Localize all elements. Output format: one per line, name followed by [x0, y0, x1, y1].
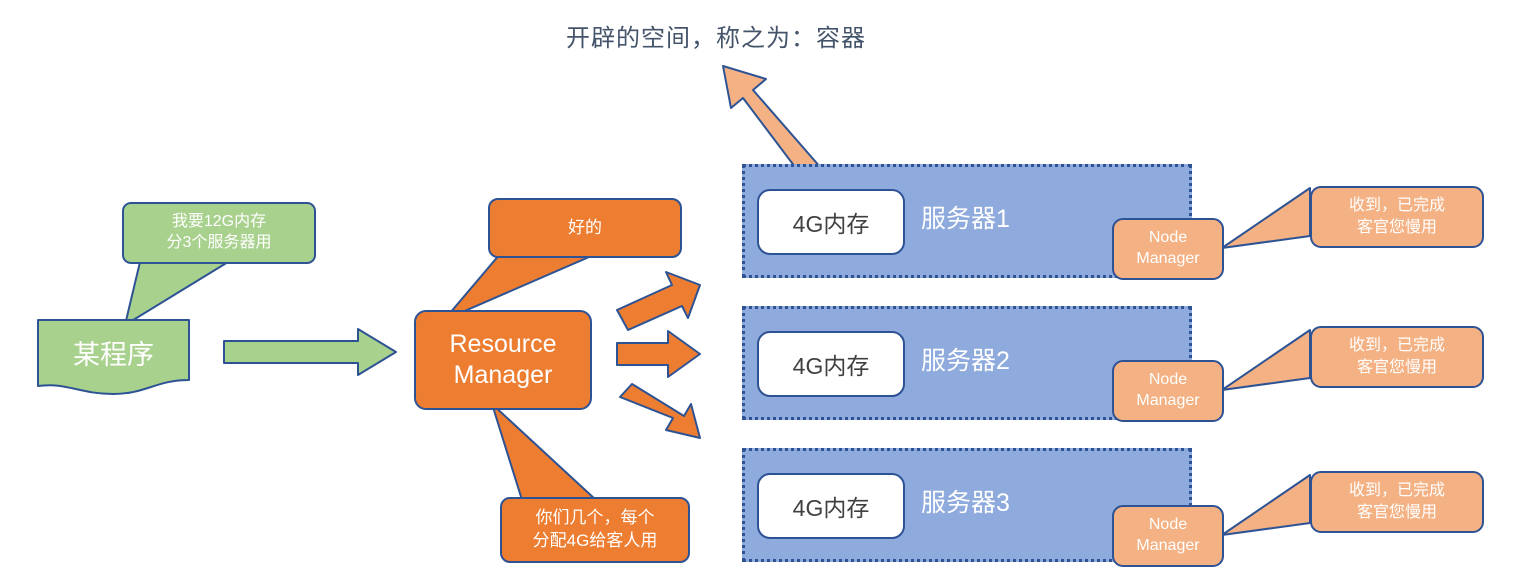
orange-arrow-right [616, 330, 701, 378]
node-manager-3-line2: Manager [1136, 537, 1200, 554]
page-title: 开辟的空间，称之为：容器 [566, 25, 866, 52]
reply-tail-1 [1221, 187, 1311, 249]
node-manager-1[interactable]: Node Manager [1112, 218, 1224, 280]
server-row-3[interactable]: 4G内存 服务器3 [742, 448, 1192, 562]
client-request-bubble[interactable]: 我要12G内存 分3个服务器用 [120, 200, 318, 272]
server-label-3: 服务器3 [921, 489, 1010, 517]
orange-arrow-down-right [619, 383, 701, 439]
document-shape [37, 319, 190, 395]
client-request-line1: 我要12G内存 [171, 213, 267, 231]
reply-3-line1: 收到，已完成 [1348, 482, 1445, 500]
server-row-1[interactable]: 4G内存 服务器1 [742, 164, 1192, 278]
memory-box-3: 4G内存 [757, 473, 905, 539]
resource-manager-box[interactable]: Resource Manager [414, 310, 592, 410]
green-arrow-right [223, 328, 397, 376]
resource-manager-line1: Resource [449, 329, 557, 358]
resource-manager-ack-bubble[interactable]: 好的 [488, 198, 682, 258]
memory-box-1: 4G内存 [757, 189, 905, 255]
node-manager-2-line1: Node [1148, 371, 1188, 389]
node-manager-1-line2: Manager [1136, 250, 1200, 267]
allocate-bubble-tail [491, 403, 597, 501]
allocate-line1: 你们几个，每个 [535, 508, 655, 528]
client-request-line2: 分3个服务器用 [166, 234, 272, 251]
node-manager-reply-bubble-2[interactable]: 收到，已完成 客官您慢用 [1310, 326, 1484, 388]
resource-manager-line2: Manager [453, 361, 553, 389]
node-manager-reply-bubble-1[interactable]: 收到，已完成 客官您慢用 [1310, 186, 1484, 248]
resource-manager-allocate-bubble[interactable]: 你们几个，每个 分配4G给客人用 [500, 497, 690, 563]
reply-2-line1: 收到，已完成 [1348, 337, 1445, 355]
reply-tail-2 [1221, 329, 1311, 391]
server-label-1: 服务器1 [921, 205, 1010, 233]
node-manager-1-line1: Node [1148, 229, 1188, 247]
node-manager-2-line2: Manager [1136, 392, 1200, 409]
allocate-line2: 分配4G给客人用 [532, 531, 658, 550]
node-manager-reply-bubble-3[interactable]: 收到，已完成 客官您慢用 [1310, 471, 1484, 533]
reply-tail-3 [1221, 474, 1311, 536]
reply-1-line2: 客官您慢用 [1356, 219, 1437, 236]
reply-2-line2: 客官您慢用 [1356, 359, 1437, 376]
orange-arrow-up-right [616, 271, 701, 331]
resource-manager-ack-text: 好的 [568, 217, 602, 237]
client-program-label: 某程序 [73, 339, 154, 370]
reply-1-line1: 收到，已完成 [1348, 197, 1445, 215]
reply-3-line2: 客官您慢用 [1356, 504, 1437, 521]
client-program-box[interactable]: 某程序 [36, 318, 191, 396]
node-manager-3-line1: Node [1148, 516, 1188, 534]
node-manager-3[interactable]: Node Manager [1112, 505, 1224, 567]
memory-box-2: 4G内存 [757, 331, 905, 397]
node-manager-2[interactable]: Node Manager [1112, 360, 1224, 422]
server-label-2: 服务器2 [921, 347, 1010, 375]
